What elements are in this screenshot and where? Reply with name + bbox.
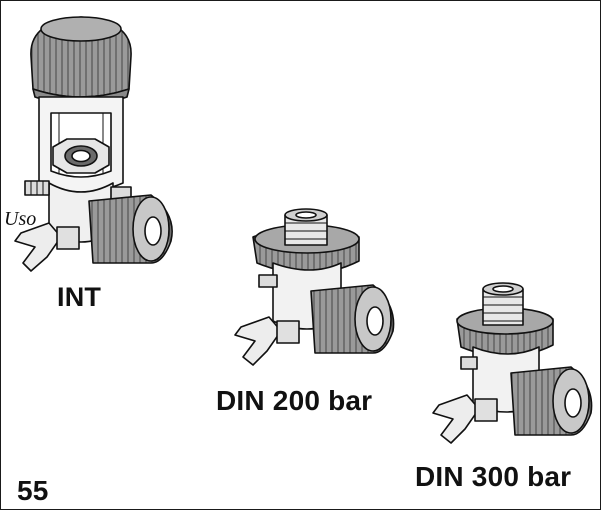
din200-wing-handle (234, 316, 282, 366)
din300-valve-label: DIN 300 bar (415, 461, 572, 492)
din200-valve (234, 208, 395, 366)
int-wing-handle (14, 222, 62, 272)
page-number: 55 (17, 475, 49, 506)
din300-valve (432, 282, 593, 444)
din200-valve-label: DIN 200 bar (216, 385, 373, 416)
din300-wing-handle (432, 394, 480, 444)
handwritten-note: Uso (4, 208, 37, 230)
int-valve-label: INT (57, 282, 102, 312)
int-valve (14, 16, 173, 272)
